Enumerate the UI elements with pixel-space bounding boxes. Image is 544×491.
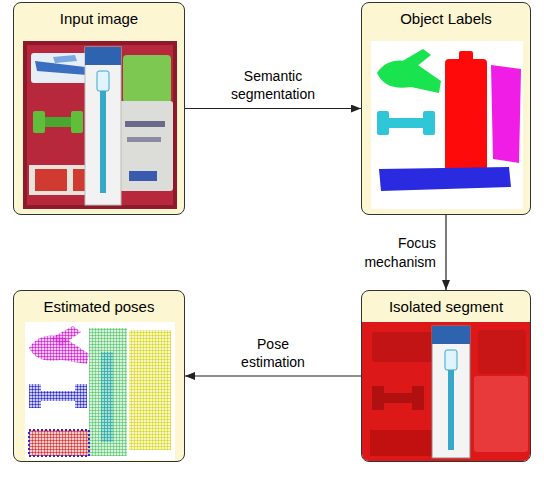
pose-cloud [25,322,175,460]
image-panel: Estimated poses [13,290,185,462]
package-label [445,51,487,177]
label-map [371,41,523,209]
toothbrush-package [432,326,470,458]
isolated-photo [362,322,531,462]
box-label [379,167,511,191]
package-cloud [89,328,127,456]
pliers-cloud [29,326,89,364]
input-photo [23,41,177,209]
bag-cloud [129,330,171,450]
edge-label: Focus mechanism [354,234,438,270]
panel-title: Input image [60,3,138,28]
dumbbell [33,111,83,133]
dumbbell-cloud [29,384,87,408]
flow-arrow [445,215,446,290]
image-panel: Input image [13,2,185,215]
edge-label: Pose estimation [223,335,323,371]
flow-arrow [185,108,361,109]
dumbbell-label [377,111,435,135]
panel-title: Object Labels [400,3,492,28]
flow-arrow [185,375,361,376]
panel-title: Estimated poses [44,291,155,316]
bag-label [491,65,521,163]
toothbrush-package [85,47,121,205]
white-bag [119,101,173,191]
image-panel: Isolated segment [361,290,531,462]
green-pouch [123,55,171,103]
box-cloud [29,430,89,456]
image-panel: Object Labels [361,2,531,215]
pliers-label [377,49,441,93]
panel-title: Isolated segment [389,291,503,316]
edge-label: Semantic segmentation [213,67,333,103]
